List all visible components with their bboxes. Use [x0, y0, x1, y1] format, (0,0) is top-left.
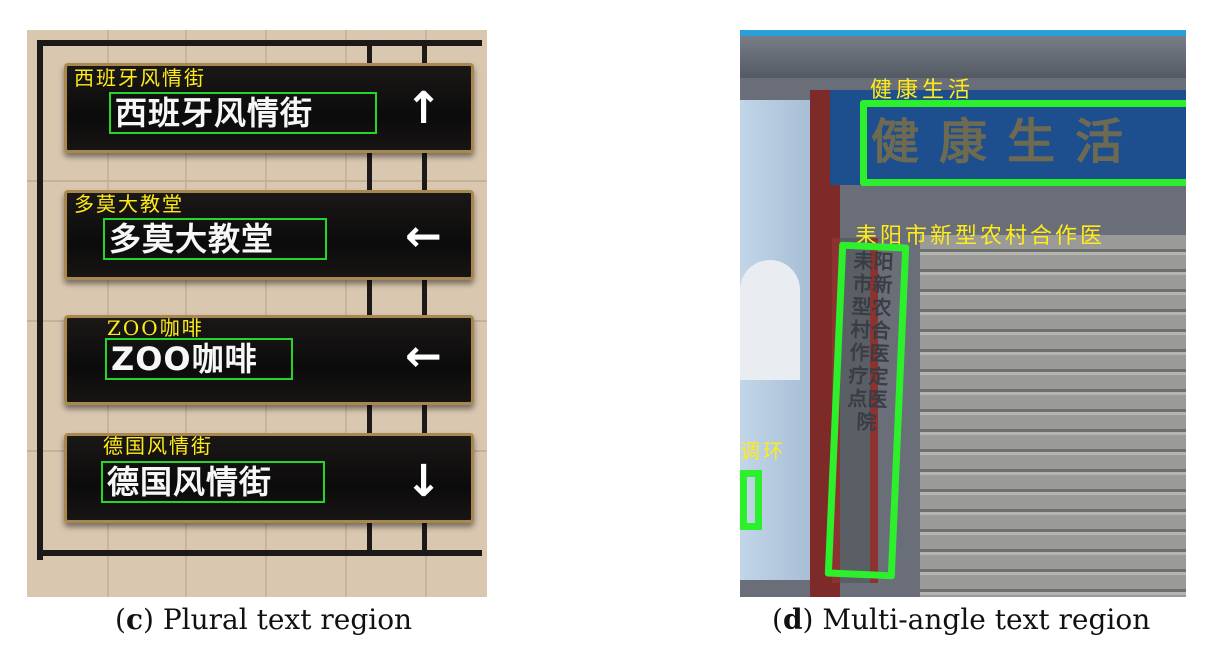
arrow-left-icon: ←: [405, 331, 442, 382]
panel-d-photo: 健康生活 健康生活 耒阳市新型农村合作医 耒阳市新型农村合作医疗定点医院 调环: [740, 30, 1186, 597]
panel-c-photo: 西班牙风情街 西班牙风情街 ↑ 多莫大教堂 多莫大教堂 ← ZOO咖啡 ZOO咖…: [27, 30, 487, 597]
vertical-plaque: [832, 238, 878, 583]
sign-board: [64, 433, 474, 523]
detection-label: ZOO咖啡: [107, 316, 204, 340]
detection-box: 健康生活: [860, 100, 1186, 186]
detection-box: ZOO咖啡: [105, 338, 293, 380]
arrow-left-icon: ←: [405, 211, 442, 262]
detection-box: 西班牙风情街: [109, 92, 377, 134]
wall-tile-line: [185, 30, 187, 597]
detection-label: 多莫大教堂: [74, 192, 184, 216]
detection-box: [740, 470, 762, 530]
poster-figure: [740, 260, 800, 380]
wall-tile-line: [107, 30, 109, 597]
sign-frame: [422, 40, 427, 555]
sign-frame: [367, 40, 372, 555]
sign-text: 健康生活: [871, 114, 1144, 170]
sign-text: 德国风情街: [107, 463, 273, 501]
detection-box: 耒阳市新型农村合作医疗定点医院: [824, 241, 910, 580]
awning: [740, 30, 1186, 78]
sign-board: [64, 63, 474, 153]
sign-board: [64, 190, 474, 280]
detection-label: 耒阳市新型农村合作医: [855, 224, 1106, 249]
detection-box: 德国风情街: [101, 461, 325, 503]
rolling-shutter: [920, 235, 1186, 597]
wall-tile-line: [27, 180, 487, 182]
detection-label: 健康生活: [870, 78, 975, 103]
caption-d: (d) Multi-angle text region: [772, 603, 1151, 636]
caption-c: (c) Plural text region: [115, 603, 413, 636]
sign-frame: [37, 40, 43, 560]
arrow-up-icon: ↑: [405, 83, 442, 134]
sign-text: 西班牙风情街: [115, 94, 314, 132]
sign-text: 耒阳市新型农村合作医疗定点医院: [846, 248, 895, 435]
sign-frame: [37, 40, 482, 46]
wall-tile-line: [265, 30, 267, 597]
detection-label: 德国风情街: [103, 434, 213, 458]
awning-edge: [740, 30, 1186, 36]
sign-text: 多莫大教堂: [109, 220, 275, 258]
wall-tile-line: [345, 30, 347, 597]
sign-text: ZOO咖啡: [111, 340, 258, 378]
arrow-down-icon: ↓: [405, 456, 442, 507]
detection-box: 多莫大教堂: [103, 218, 327, 260]
detection-label: 调环: [740, 439, 786, 463]
detection-label: 西班牙风情街: [74, 66, 206, 90]
sign-board: [64, 315, 474, 405]
sign-frame: [37, 550, 482, 556]
